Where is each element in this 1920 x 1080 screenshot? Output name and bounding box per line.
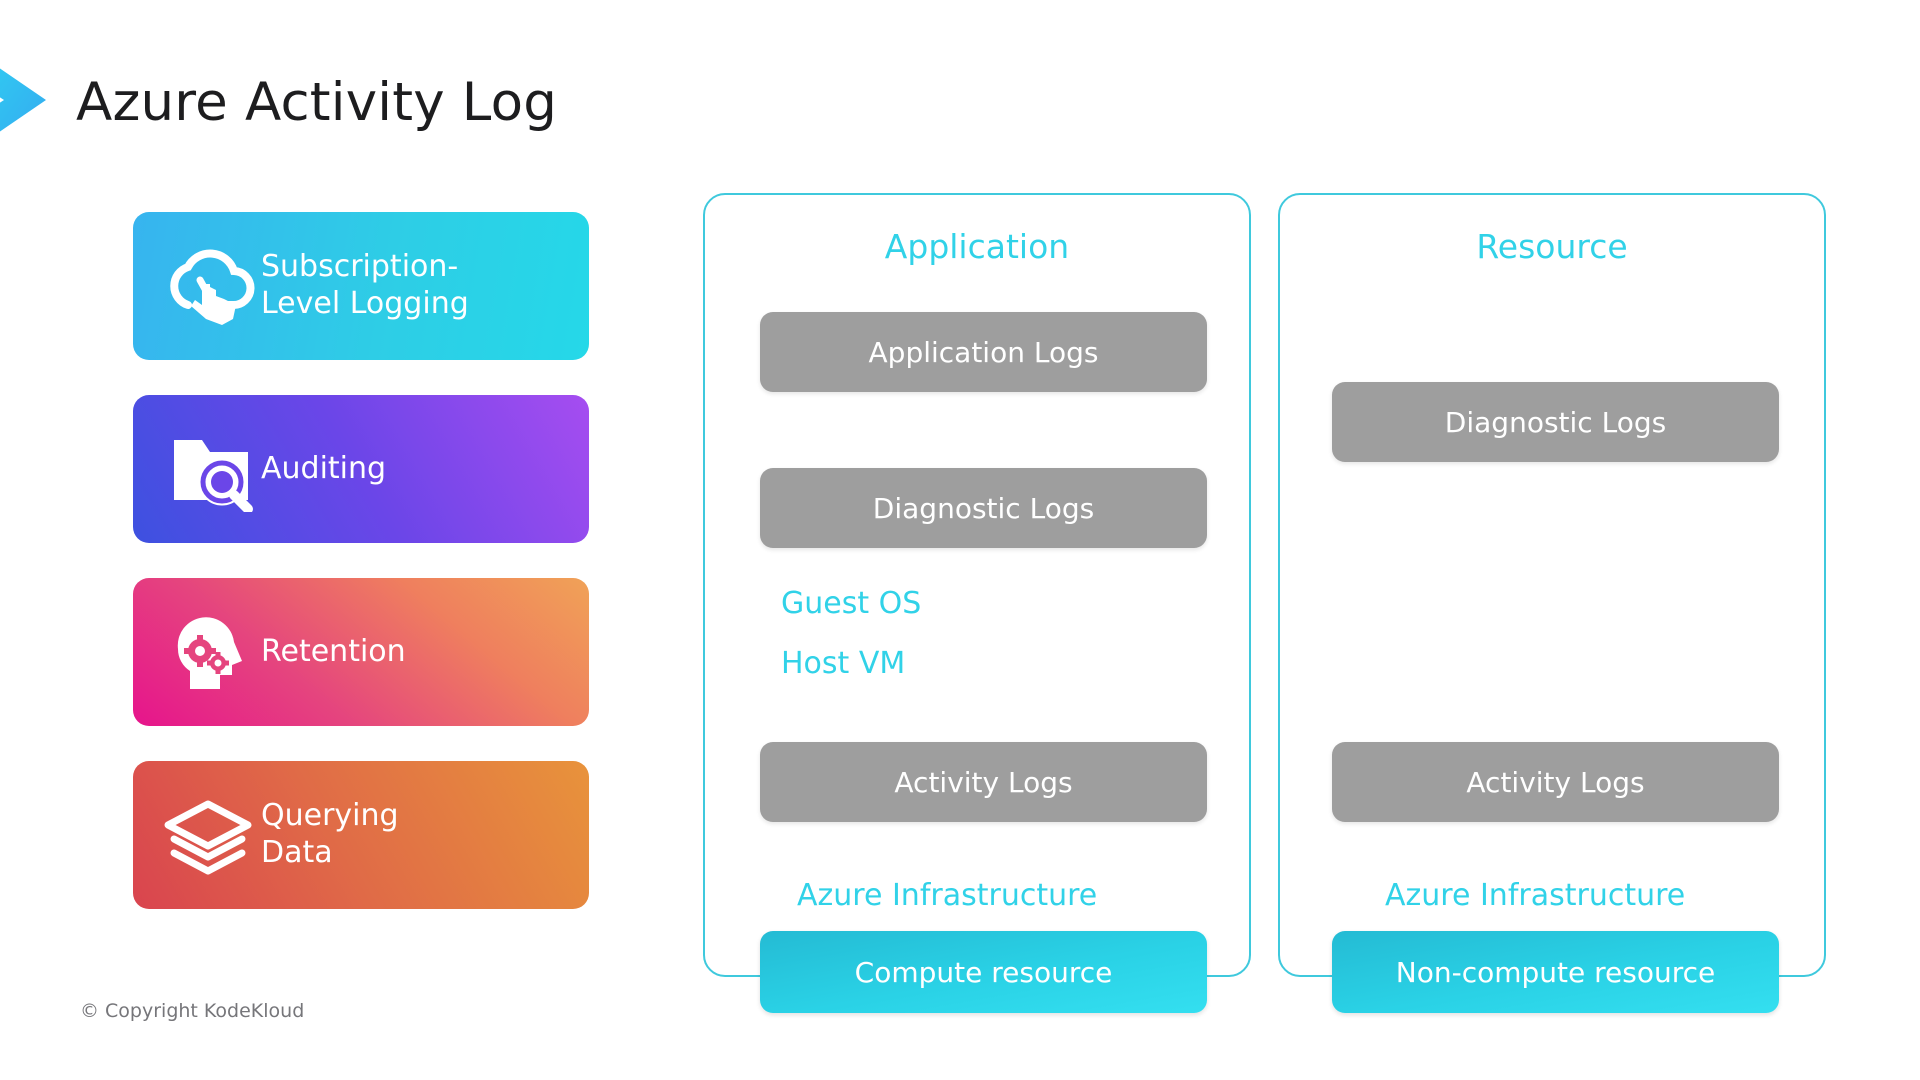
cloud-click-icon <box>155 243 261 329</box>
copyright-notice: © Copyright KodeKloud <box>80 1000 305 1022</box>
panel-application: Application <box>703 193 1251 977</box>
chip-non-compute-resource[interactable]: Non-compute resource <box>1332 931 1779 1013</box>
label-resource-azure-infrastructure: Azure Infrastructure <box>1385 878 1686 913</box>
chip-application-activity-logs[interactable]: Activity Logs <box>760 742 1207 822</box>
label-application-azure-infrastructure: Azure Infrastructure <box>797 878 1098 913</box>
chip-resource-activity-logs[interactable]: Activity Logs <box>1332 742 1779 822</box>
chevron-right-icon <box>0 68 46 132</box>
panel-application-title: Application <box>884 227 1070 266</box>
chip-application-logs[interactable]: Application Logs <box>760 312 1207 392</box>
head-gears-icon <box>155 609 261 695</box>
feature-card-auditing[interactable]: Auditing <box>133 395 589 543</box>
panel-resource-title: Resource <box>1476 227 1628 266</box>
label-guest-os: Guest OS <box>781 586 922 621</box>
label-host-vm: Host VM <box>781 646 906 681</box>
folder-search-icon <box>155 426 261 512</box>
feature-card-retention[interactable]: Retention <box>133 578 589 726</box>
panel-resource: Resource <box>1278 193 1826 977</box>
feature-card-label: Auditing <box>261 450 387 486</box>
chip-application-diagnostic-logs[interactable]: Diagnostic Logs <box>760 468 1207 548</box>
layers-stack-icon <box>155 792 261 878</box>
chip-resource-diagnostic-logs[interactable]: Diagnostic Logs <box>1332 382 1779 462</box>
feature-card-label: Subscription- Level Logging <box>261 249 469 321</box>
feature-card-list: Subscription- Level Logging Auditing <box>133 212 589 909</box>
feature-card-label: Retention <box>261 633 406 669</box>
feature-card-subscription-level-logging[interactable]: Subscription- Level Logging <box>133 212 589 360</box>
page-title: Azure Activity Log <box>76 72 558 133</box>
chip-compute-resource[interactable]: Compute resource <box>760 931 1207 1013</box>
feature-card-label: Querying Data <box>261 798 399 870</box>
feature-card-querying-data[interactable]: Querying Data <box>133 761 589 909</box>
